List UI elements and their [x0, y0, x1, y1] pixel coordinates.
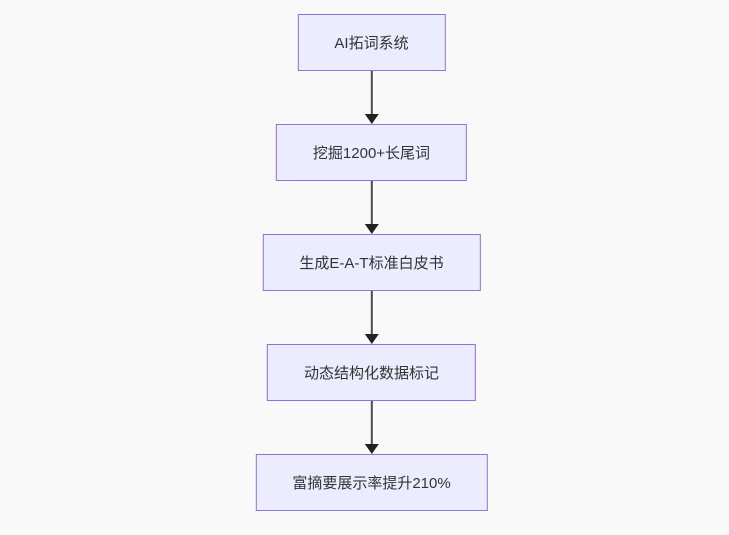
- edge-arrow: [364, 71, 379, 124]
- flowchart: AI拓词系统 挖掘1200+长尾词 生成E-A-T标准白皮书 动态结构化数据标记: [255, 0, 488, 511]
- node-label: AI拓词系统: [334, 35, 409, 52]
- edge-arrow: [364, 291, 379, 344]
- edge-line: [370, 181, 373, 225]
- flowchart-node-rich-snippet-rate: 富摘要展示率提升210%: [255, 454, 488, 511]
- edge-arrow: [364, 401, 379, 454]
- flowchart-node-longtail-mining: 挖掘1200+长尾词: [275, 124, 468, 181]
- arrowhead-down-icon: [364, 114, 379, 124]
- flowchart-node-eat-whitepaper: 生成E-A-T标准白皮书: [262, 234, 481, 291]
- node-label: 挖掘1200+长尾词: [312, 145, 431, 162]
- arrowhead-down-icon: [364, 444, 379, 454]
- flowchart-node-ai-keyword-system: AI拓词系统: [297, 14, 446, 71]
- node-label: 富摘要展示率提升210%: [292, 475, 451, 492]
- flowchart-node-structured-data-markup: 动态结构化数据标记: [266, 344, 476, 401]
- arrowhead-down-icon: [364, 334, 379, 344]
- node-label: 生成E-A-T标准白皮书: [299, 255, 444, 272]
- edge-line: [370, 401, 373, 445]
- edge-arrow: [364, 181, 379, 234]
- edge-line: [370, 71, 373, 115]
- node-label: 动态结构化数据标记: [303, 365, 439, 382]
- arrowhead-down-icon: [364, 224, 379, 234]
- edge-line: [370, 291, 373, 335]
